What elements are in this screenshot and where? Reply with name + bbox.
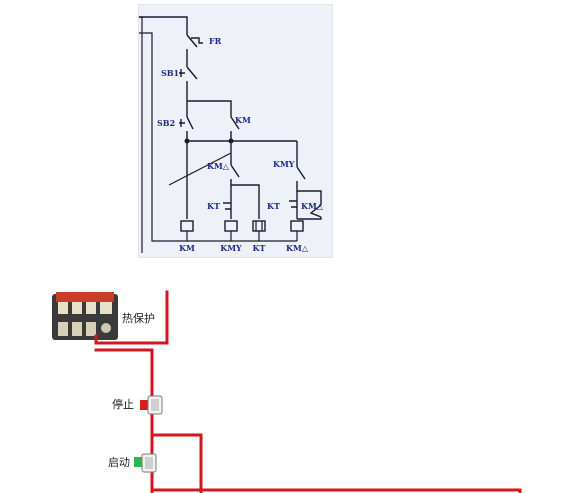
- kt-left-contact: [223, 202, 232, 219]
- coil-kt: [252, 220, 266, 241]
- sb2-contact: [179, 101, 194, 141]
- km-label: KM: [235, 115, 251, 125]
- kt-right-label: KT: [267, 201, 280, 211]
- kmy-contact: [296, 166, 322, 205]
- sb2-label: SB2: [157, 118, 175, 128]
- thermal-relay-icon: [52, 292, 118, 340]
- left-rail-outer: [139, 32, 167, 242]
- wire-start-bypass: [150, 433, 203, 493]
- start-label: 启动: [108, 456, 130, 469]
- fr-label: FR: [209, 36, 222, 46]
- coil-label-kt: KT: [253, 243, 266, 253]
- kt-right-contact: [289, 191, 298, 219]
- fr-contact: [186, 34, 203, 67]
- mechanical-link: [168, 152, 232, 186]
- control-schematic: FR SB1 SB2 KM: [139, 16, 324, 253]
- sb1-label: SB1: [161, 68, 179, 78]
- coil-label-km: KM: [179, 243, 195, 253]
- schematic-panel: FR SB1 SB2 KM: [138, 4, 333, 258]
- main-rail-top: [139, 16, 188, 35]
- wire-relay-to-stop: [94, 348, 154, 400]
- km-delta-right-label: KM△: [301, 201, 324, 211]
- wire-bottom-bus: [150, 488, 522, 493]
- sb1-contact: [179, 66, 198, 101]
- thermal-relay-label: 热保护: [122, 311, 155, 325]
- kt-left-label: KT: [207, 201, 220, 211]
- stop-label: 停止: [112, 397, 134, 411]
- sb2-branch-wire: [187, 100, 232, 117]
- coil-km: [180, 220, 194, 241]
- start-button[interactable]: [134, 453, 157, 473]
- km-delta-holding-contact: [297, 204, 322, 220]
- wire-supply-vertical: [94, 290, 169, 345]
- kmy-label: KMY: [273, 159, 295, 169]
- coil-km-delta: [290, 220, 304, 241]
- km-delta-contact: [230, 141, 260, 205]
- coil-kmy: [224, 220, 238, 241]
- coil-label-km-delta: KM△: [286, 243, 309, 253]
- coil-label-kmy: KMY: [220, 243, 242, 253]
- km-delta-label: KM△: [207, 161, 230, 171]
- stop-button[interactable]: [140, 395, 163, 415]
